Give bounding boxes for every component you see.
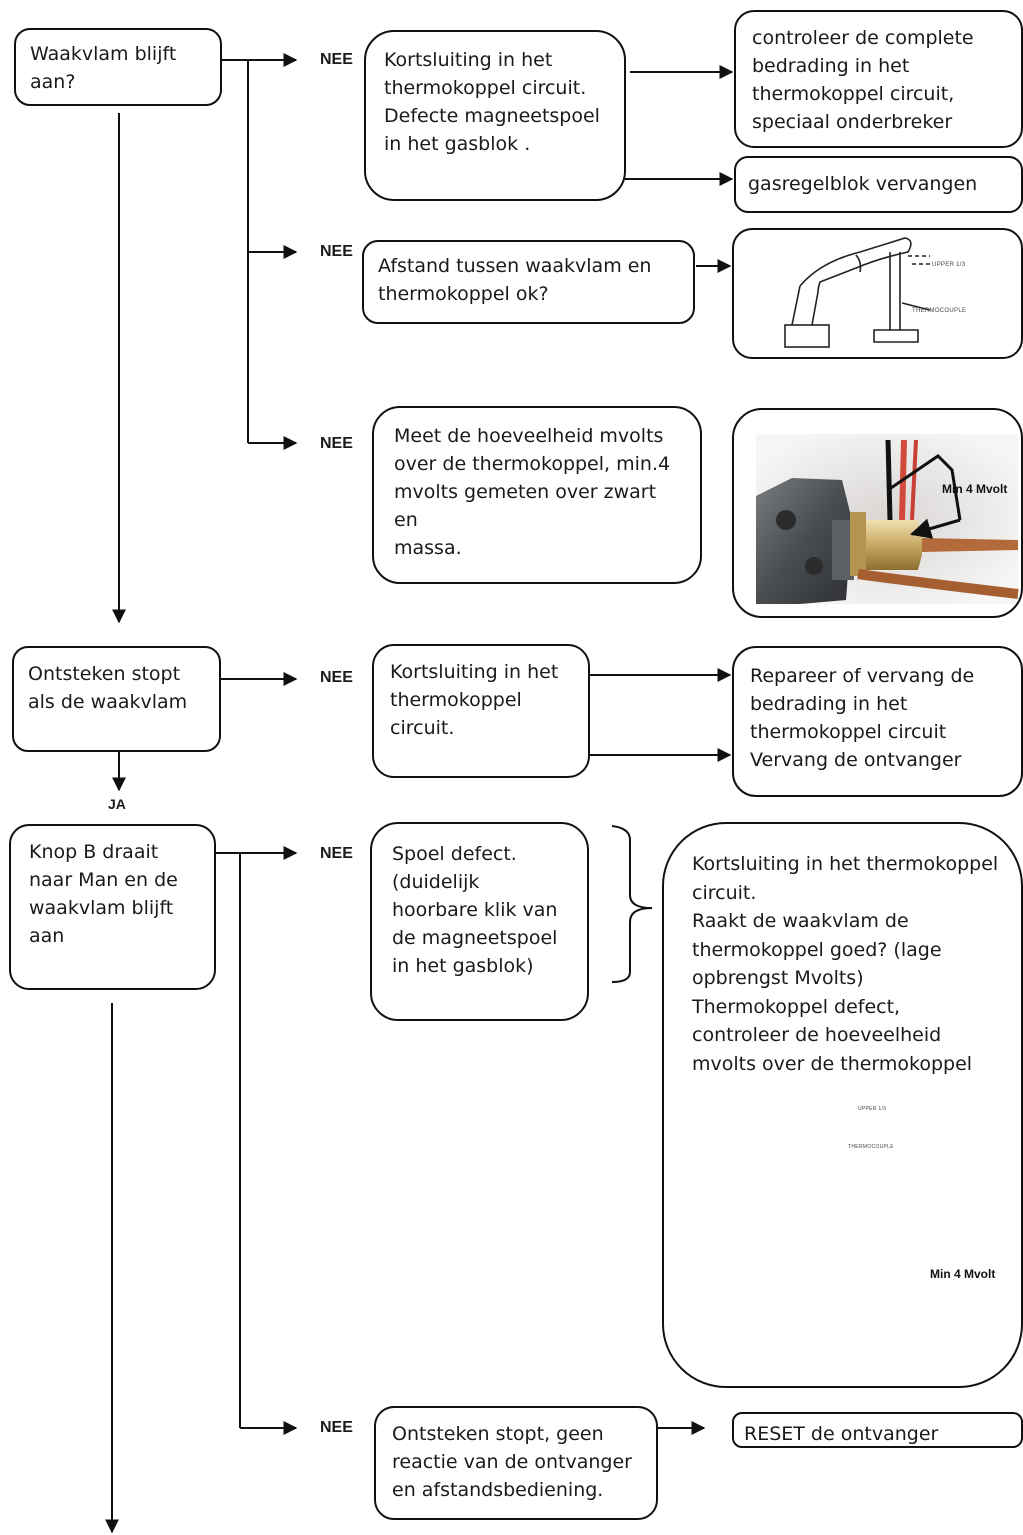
spoel-defect-box: Spoel defect. (duidelijk hoorbare klik v… (370, 822, 589, 1021)
afstand-waakvlam-box: Afstand tussen waakvlam en thermokoppel … (362, 240, 695, 324)
connector-lines (105, 53, 734, 1534)
thermocouple-label: THERMOCOUPLE (912, 308, 967, 314)
gasregelblok-vervangen-box: gasregelblok vervangen (734, 156, 1023, 213)
nee-label-3: NEE (320, 435, 353, 452)
upper-label-small: UPPER 1/3 (858, 1106, 887, 1112)
reset-ontvanger-box: RESET de ontvanger (732, 1412, 1023, 1448)
nee-label-4: NEE (320, 669, 353, 686)
thermocouple-sketch (784, 237, 931, 348)
nee-label-6: NEE (320, 1419, 353, 1436)
kortsluiting-circuit-box: Kortsluiting in het thermokoppel circuit… (372, 644, 590, 778)
ontsteken-stopt-waakvlam-box: Ontsteken stopt als de waakvlam (12, 646, 221, 752)
thermocouple-label-small: THERMOCOUPLE (848, 1144, 894, 1150)
ontsteken-geen-reactie-box: Ontsteken stopt, geen reactie van de ont… (374, 1406, 658, 1520)
min-mvolt-annotation-small: Min 4 Mvolt (930, 1267, 996, 1281)
big-diagnosis-text: Kortsluiting in het thermokoppel circuit… (692, 853, 999, 1075)
waakvlam-blijft-aan-box: Waakvlam blijft aan? (14, 28, 222, 106)
thermocouple-photo (756, 434, 1019, 604)
ja-label: JA (108, 796, 126, 812)
meet-mvolts-box: Meet de hoeveelheid mvolts over de therm… (372, 406, 702, 584)
controleer-bedrading-box: controleer de complete bedrading in het … (734, 10, 1023, 148)
kortsluiting-magneetspoel-box: Kortsluiting in het thermokoppel circuit… (364, 30, 626, 201)
upper-label: UPPER 1/3 (932, 262, 966, 268)
nee-label-2: NEE (320, 243, 353, 260)
thermocouple-photo-box (732, 408, 1023, 618)
big-diagnosis-box: Kortsluiting in het thermokoppel circuit… (662, 822, 1023, 1388)
thermocouple-sketch-box (732, 228, 1023, 359)
knop-b-box: Knop B draait naar Man en de waakvlam bl… (9, 824, 216, 990)
nee-label-5: NEE (320, 845, 353, 862)
repareer-vervang-box: Repareer of vervang de bedrading in het … (732, 646, 1023, 797)
min-mvolt-annotation: Min 4 Mvolt (942, 482, 1008, 496)
nee-label-1: NEE (320, 51, 353, 68)
